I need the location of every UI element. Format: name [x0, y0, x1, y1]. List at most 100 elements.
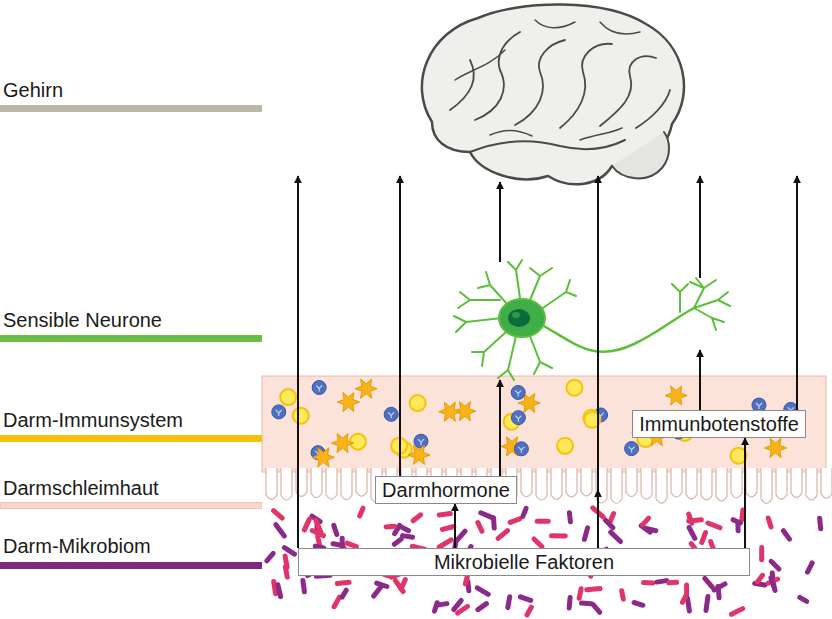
bacterium — [622, 591, 624, 599]
bacterium — [278, 585, 281, 597]
bacterium — [276, 525, 284, 536]
villus — [521, 468, 532, 497]
bacterium — [508, 597, 510, 608]
villus — [671, 468, 682, 497]
bacterium — [347, 543, 356, 546]
immune-cell — [312, 448, 334, 467]
layer-swatch — [0, 435, 262, 442]
bacterium — [374, 586, 382, 596]
immune-cell — [312, 381, 326, 395]
text-box: Darmhormone — [375, 476, 517, 504]
bacterium — [534, 539, 542, 547]
bacterium — [537, 519, 548, 524]
bacterium — [274, 511, 283, 518]
sensory-neuron — [454, 260, 730, 380]
bacterium — [634, 603, 643, 606]
bacterium — [267, 553, 273, 561]
villus — [341, 468, 352, 500]
bacterium — [498, 531, 507, 539]
immune-cell — [408, 445, 430, 464]
bacterium — [808, 563, 813, 572]
bacterium — [552, 533, 566, 538]
bacterium — [478, 604, 487, 610]
villus — [821, 468, 832, 498]
villus — [551, 468, 562, 499]
box-label: Immunbotenstoffe — [639, 411, 799, 437]
villus — [356, 468, 367, 496]
bacterium — [643, 518, 649, 525]
bacterium — [523, 508, 526, 516]
bacterium — [718, 587, 719, 598]
layer-label: Darm-Immunsystem — [3, 408, 183, 432]
signal-arrows — [298, 176, 797, 548]
bacterium — [386, 524, 394, 530]
immune-cell — [557, 438, 573, 454]
bacterium — [285, 548, 295, 555]
villus — [776, 468, 787, 499]
bacterium — [569, 513, 570, 522]
bacterium — [771, 578, 775, 591]
villus — [731, 468, 742, 498]
villus — [806, 468, 817, 500]
bacterium — [706, 597, 708, 611]
villus — [326, 468, 337, 499]
bacterium — [771, 561, 779, 569]
antibody-mark — [515, 390, 521, 396]
layer-label: Gehirn — [3, 78, 63, 102]
bacterium — [285, 556, 287, 567]
villus — [701, 468, 712, 500]
bacterium — [454, 600, 462, 609]
immune-cell — [625, 442, 639, 456]
immune-cell — [511, 385, 525, 399]
bacterium — [742, 510, 743, 520]
villus — [626, 468, 637, 496]
layer-label: Darm-Mikrobiom — [3, 534, 151, 558]
bacterium — [439, 514, 450, 515]
text-box: Mikrobielle Faktoren — [298, 548, 750, 576]
layer-swatch — [0, 562, 262, 569]
bacterium — [527, 607, 531, 615]
villus — [641, 468, 652, 499]
bacterium — [657, 581, 667, 583]
bacterium — [413, 515, 421, 521]
box-label: Mikrobielle Faktoren — [305, 549, 743, 575]
bacterium — [316, 520, 321, 533]
bacterium — [647, 529, 656, 531]
villus — [746, 468, 757, 497]
layer-swatch — [0, 335, 262, 342]
antibody-mark — [515, 416, 521, 422]
bacterium — [584, 528, 587, 540]
villus — [611, 468, 622, 503]
bacterium — [605, 520, 613, 528]
immune-cell — [280, 389, 296, 405]
layer-swatch — [0, 502, 262, 509]
bacterium — [800, 597, 807, 601]
bacterium — [478, 523, 482, 532]
bacterium — [360, 508, 363, 516]
bacterium — [481, 513, 492, 518]
villus — [566, 468, 577, 497]
immune-cell — [355, 379, 377, 398]
bacterium — [768, 518, 771, 527]
antibody-mark — [418, 439, 424, 445]
immune-cell — [384, 407, 398, 421]
bacterium — [705, 578, 713, 587]
bacterium — [669, 580, 677, 586]
connector-arrow — [744, 438, 746, 548]
bacterium — [582, 601, 592, 607]
immune-cell — [293, 408, 309, 424]
immune-cell — [665, 386, 687, 405]
bacterium — [274, 582, 276, 594]
antibody-mark — [316, 386, 322, 392]
bacterium — [337, 582, 349, 583]
layer-swatch — [0, 105, 262, 112]
bacterium — [520, 597, 530, 601]
bacterium — [510, 519, 519, 522]
villus — [581, 468, 592, 496]
villus — [761, 468, 772, 503]
bacterium — [611, 532, 621, 541]
villus — [791, 468, 802, 497]
immune-cell — [765, 438, 787, 457]
bacterium — [702, 533, 706, 543]
bacterium — [439, 604, 447, 605]
